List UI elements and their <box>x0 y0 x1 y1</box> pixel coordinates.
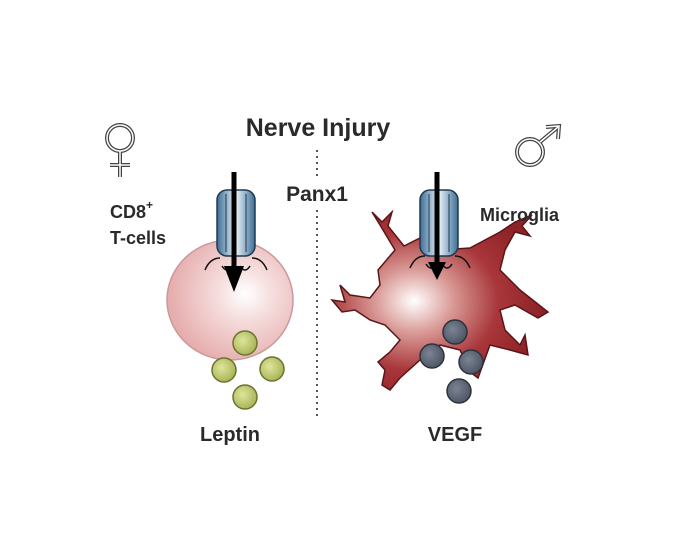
leptin-vesicle <box>232 330 258 356</box>
t-cells-label: T-cells <box>110 228 166 248</box>
t-cell <box>166 239 294 361</box>
cd8-label: CD8+ <box>110 198 153 222</box>
leptin-vesicle <box>232 384 258 410</box>
microglia-cell <box>330 209 550 391</box>
male-symbol-inner <box>516 125 560 166</box>
vegf-label: VEGF <box>428 424 482 446</box>
panx1-channel-left-icon <box>204 172 268 292</box>
leptin-label: Leptin <box>200 424 260 446</box>
vegf-vesicles <box>419 319 484 404</box>
leptin-vesicle <box>259 356 285 382</box>
microglia-label: Microglia <box>480 205 560 225</box>
leptin-vesicle <box>211 357 237 383</box>
vegf-vesicle <box>458 349 484 375</box>
vegf-vesicle <box>442 319 468 345</box>
vegf-vesicle <box>419 343 445 369</box>
panx1-channel-right-icon <box>409 172 471 280</box>
title: Nerve Injury <box>246 114 391 142</box>
panx1-label: Panx1 <box>286 183 348 206</box>
leptin-vesicles <box>211 330 285 410</box>
vegf-vesicle <box>446 378 472 404</box>
female-symbol-inner <box>106 124 134 177</box>
